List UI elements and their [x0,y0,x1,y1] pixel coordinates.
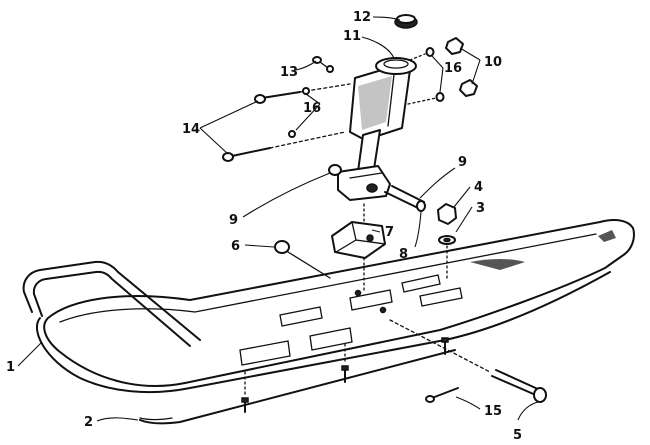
callout-5: 5 [513,428,522,443]
callout-14: 14 [182,122,200,137]
callout-16-right: 16 [444,61,462,76]
ski-bolts [389,319,547,403]
callout-4: 4 [474,180,483,195]
callout-9-left: 9 [229,213,238,228]
callout-15: 15 [484,404,502,419]
nut-and-washer [437,203,457,279]
grease-fitting [312,56,334,73]
callout-10: 10 [484,55,502,70]
callout-3: 3 [476,201,485,216]
bumper [274,240,331,279]
spindle-pin [384,185,426,212]
nuts-and-washers [407,37,478,105]
callout-numbers: 1 2 3 4 5 6 7 8 9 9 10 11 12 13 14 15 16… [6,10,522,443]
wear-bar [139,337,456,425]
callout-7: 7 [385,225,394,240]
callout-6: 6 [231,239,240,254]
ski-handle [22,260,201,347]
spacer-block [331,203,386,291]
callout-16-left: 16 [303,101,321,116]
leader-lines [17,16,539,422]
callout-11: 11 [343,29,361,44]
callout-1: 1 [6,360,15,375]
callout-2: 2 [84,415,93,430]
callout-8: 8 [399,247,408,262]
spindle-housing [328,57,417,201]
cap [394,14,418,29]
upper-bolts [222,83,351,162]
callout-9-right: 9 [458,155,467,170]
callout-12: 12 [353,10,371,25]
callout-13: 13 [280,65,298,80]
ski [35,219,635,394]
